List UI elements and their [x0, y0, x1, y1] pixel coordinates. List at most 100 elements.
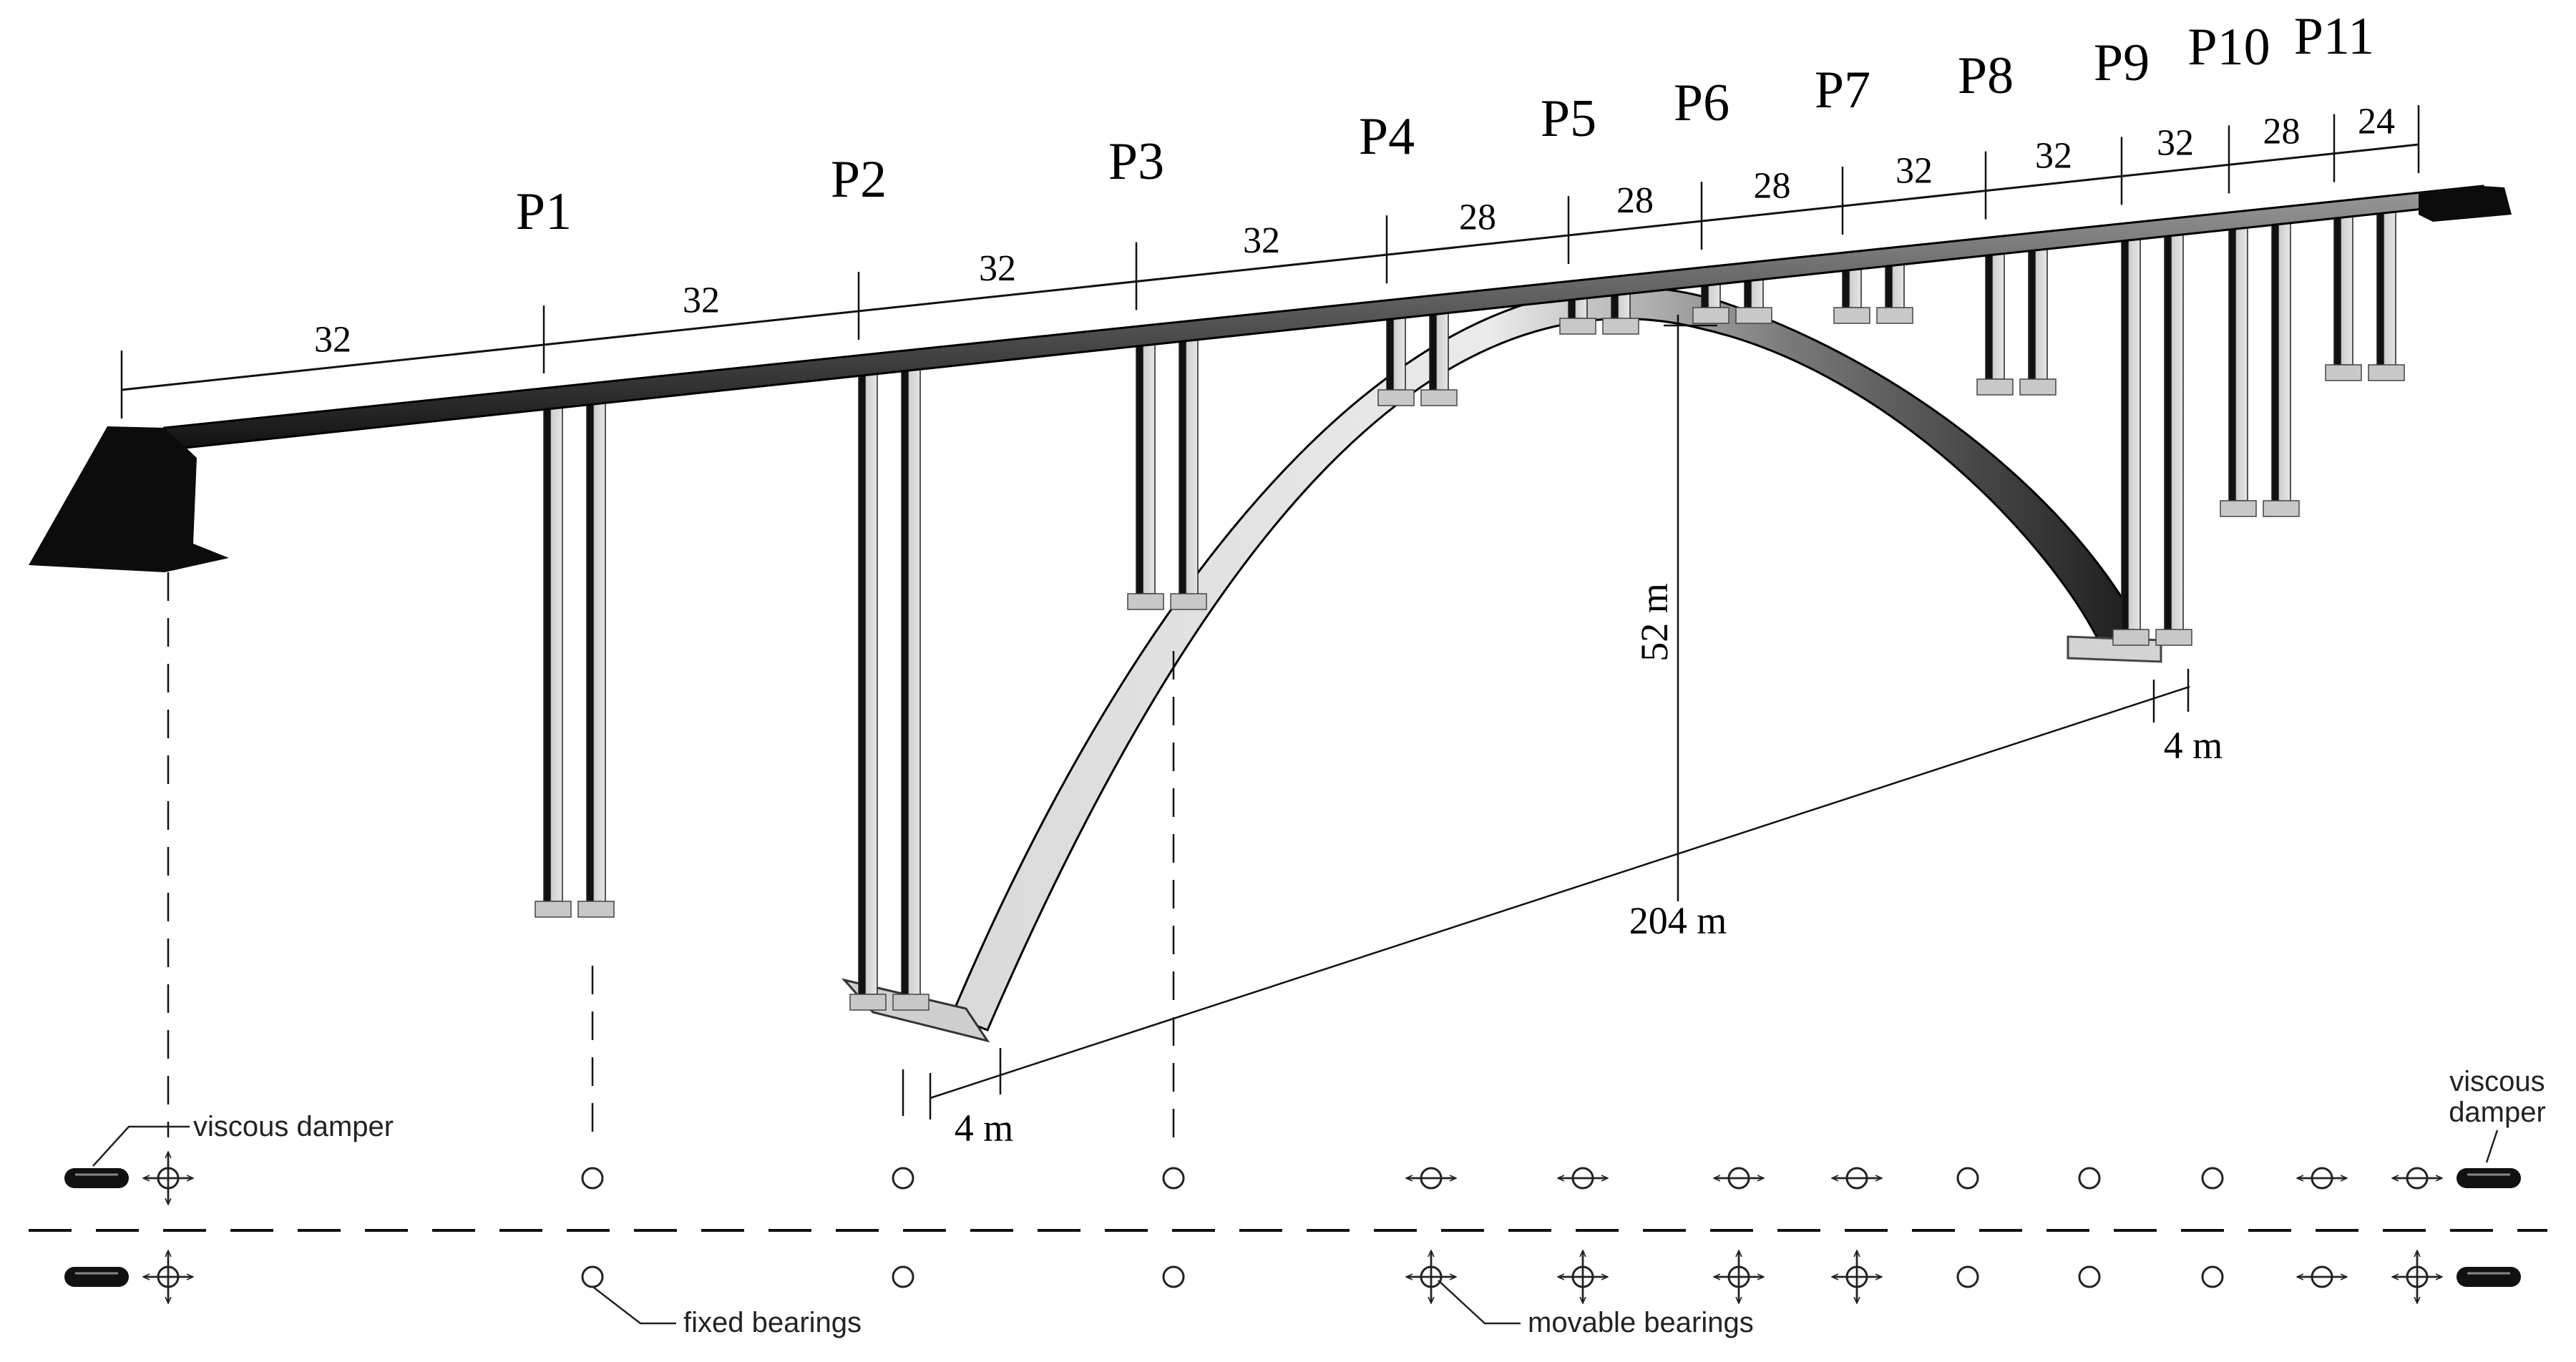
fixed-bearing-icon	[2078, 1167, 2101, 1190]
span-length-label: 32	[979, 248, 1016, 289]
pier-footing	[1735, 307, 1772, 324]
pier-footing	[2368, 364, 2405, 381]
offset-left-label: 4 m	[955, 1107, 1014, 1150]
pier-column	[2228, 217, 2248, 501]
pier-footing	[535, 901, 572, 918]
fixed-bearings-leader	[593, 1287, 676, 1325]
pier-label: P5	[1541, 89, 1596, 148]
pier-labels: P1 P2 P3 P4 P5 P6 P7 P8 P9 P10 P11	[516, 7, 2374, 241]
damper-note-leader-left	[92, 1125, 190, 1167]
arch-rib	[950, 286, 2149, 1032]
arch-span-line	[930, 685, 2190, 1099]
pier-label: P4	[1359, 107, 1415, 166]
viscous-damper-icon	[64, 1267, 129, 1287]
arch-span-label: 204 m	[1629, 899, 1727, 942]
span-labels: 32 32 32 32 28 28 28 32 32 32 28 24	[314, 101, 2395, 360]
span-length-label: 28	[2263, 111, 2301, 152]
pier-footing	[1876, 307, 1913, 324]
span-length-label: 28	[1616, 180, 1654, 221]
pier-footing	[1692, 307, 1729, 324]
pier-column	[2164, 231, 2184, 632]
span-length-label: 32	[683, 280, 720, 320]
pier-label: P9	[2094, 34, 2150, 92]
fixed-bearing-icon	[1956, 1265, 1979, 1288]
span-length-label: 24	[2358, 101, 2395, 142]
pier-footing	[1420, 389, 1458, 406]
pier-column	[2028, 245, 2048, 382]
pier-footing	[892, 994, 930, 1011]
pier-footing	[1976, 378, 2014, 396]
pier-footing	[1559, 318, 1596, 335]
fixed-bearing-icon	[581, 1167, 604, 1190]
left-abutment	[29, 426, 229, 572]
pier-label: P10	[2187, 18, 2270, 77]
pier-column	[2376, 208, 2396, 368]
span-dimension-line	[121, 143, 2419, 391]
arch-rise-label: 52 m	[1633, 583, 1676, 662]
pier-column	[1885, 261, 1905, 310]
span-length-label: 32	[1896, 150, 1933, 191]
span-length-label: 32	[1243, 220, 1280, 261]
pier-footing	[1170, 593, 1207, 610]
pier-label: P3	[1108, 132, 1164, 191]
span-length-label: 32	[2035, 135, 2072, 176]
offset-right-label: 4 m	[2164, 724, 2223, 767]
pier-footing	[577, 901, 615, 918]
viscous-damper-icon	[64, 1168, 129, 1188]
pier-column	[1985, 243, 2005, 380]
damper-note-leader-right	[2485, 1130, 2499, 1163]
fixed-bearing-icon	[892, 1167, 914, 1190]
pier-column	[2121, 229, 2141, 630]
pier-footing	[1377, 389, 1415, 406]
span-ticks	[120, 105, 2420, 418]
fixed-bearing-icon	[1956, 1167, 1979, 1190]
viscous-damper-label-right-1: viscous	[2449, 1066, 2545, 1097]
pier-column	[1744, 276, 1764, 310]
viscous-damper-icon	[2457, 1168, 2521, 1188]
bearing-plan	[64, 1152, 2521, 1303]
pier-column	[1136, 334, 1156, 594]
viscous-damper-icon	[2457, 1267, 2521, 1287]
fixed-bearings-label: fixed bearings	[683, 1307, 862, 1338]
pier-footing	[1833, 307, 1870, 324]
pier-columns	[535, 206, 2405, 1011]
pier-label: P1	[516, 182, 572, 241]
movable-bearings-leader	[1438, 1280, 1521, 1325]
pier-label: P11	[2294, 7, 2374, 66]
fixed-bearing-icon	[1162, 1167, 1185, 1190]
span-length-label: 28	[1459, 197, 1496, 238]
viscous-damper-label-left: viscous damper	[193, 1111, 394, 1142]
span-length-label: 32	[314, 319, 351, 360]
bridge-deck	[162, 185, 2492, 451]
fixed-bearing-icon	[581, 1265, 604, 1288]
pier-label: P7	[1815, 61, 1870, 119]
span-length-label: 32	[2157, 122, 2194, 163]
fixed-bearing-icon	[2201, 1167, 2224, 1190]
pier-footing	[2112, 629, 2150, 646]
pier-column	[901, 366, 921, 997]
fixed-bearing-icon	[892, 1265, 914, 1288]
pier-footing	[1602, 318, 1639, 335]
fixed-bearing-icon	[2201, 1265, 2224, 1288]
viscous-damper-label-right-2: damper	[2449, 1097, 2546, 1128]
pier-column	[858, 364, 878, 995]
pier-label: P8	[1958, 46, 2014, 105]
pier-label: P6	[1674, 74, 1729, 132]
pier-column	[1179, 336, 1199, 597]
pier-column	[2333, 206, 2353, 366]
pier-label: P2	[831, 150, 887, 209]
pier-footing	[2220, 500, 2257, 517]
movable-bearings-label: movable bearings	[1528, 1307, 1754, 1338]
span-length-label: 28	[1754, 166, 1791, 207]
pier-column	[1429, 310, 1449, 393]
pier-footing	[1127, 593, 1164, 610]
pier-column	[543, 398, 563, 902]
pier-column	[586, 400, 606, 904]
pier-footing	[2019, 378, 2057, 396]
pier-column	[1386, 308, 1406, 391]
pier-footing	[2263, 500, 2300, 517]
pier-column	[2271, 220, 2291, 504]
right-abutment	[2419, 186, 2512, 222]
pier-footing	[2325, 364, 2362, 381]
